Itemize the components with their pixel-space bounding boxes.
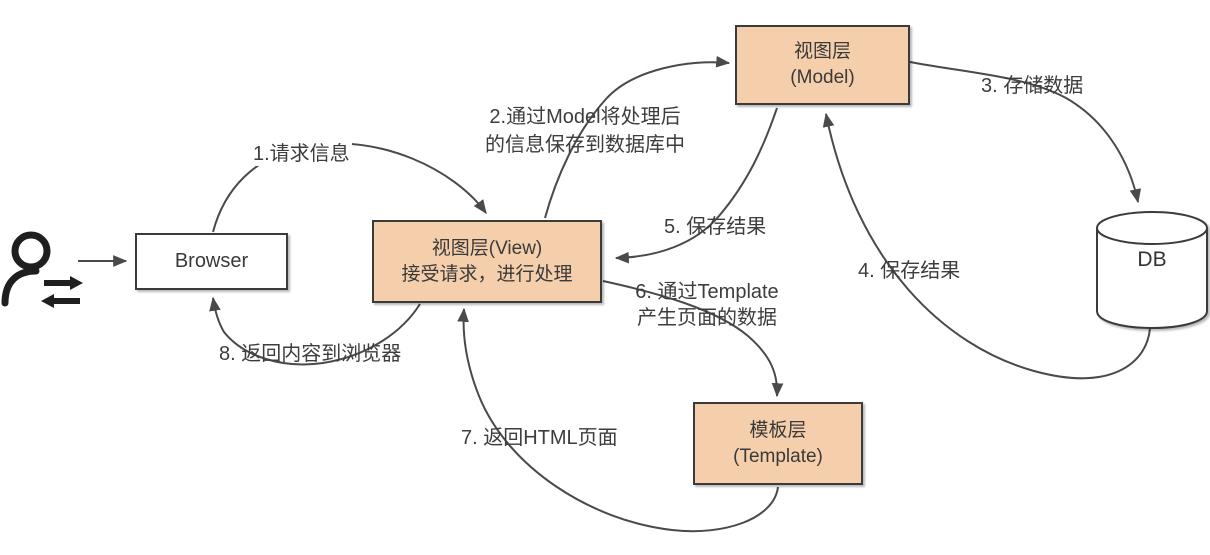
edge-label-6-via-template: 6. 通过Template 产生页面的数据	[628, 279, 786, 331]
model-label-line2: (Model)	[790, 67, 855, 88]
edge-label-2-line2: 的信息保存到数据库中	[485, 134, 685, 156]
view-label-line1: 视图层(View)	[431, 237, 543, 259]
model-label-line1: 视图层	[793, 41, 851, 63]
edge-label-8-return-to-browser: 8. 返回内容到浏览器	[219, 343, 402, 365]
edge-label-2-line1: 2.通过Model将处理后	[489, 106, 681, 128]
edge-label-2-save-via-model: 2.通过Model将处理后 的信息保存到数据库中	[477, 103, 693, 159]
arrow-6-view-to-template	[602, 280, 784, 398]
template-label-line1: 模板层	[749, 419, 807, 441]
arrow-7-template-to-view	[457, 307, 779, 533]
user-exchange-icon	[1, 231, 83, 308]
edge-label-3-store-data: 3. 存储数据	[981, 75, 1084, 97]
arrow-3-model-to-db	[909, 61, 1142, 204]
arrow-8-view-to-browser	[209, 296, 421, 366]
view-label-line2: 接受请求，进行处理	[401, 263, 573, 285]
edge-label-1-request-info: 1.请求信息	[251, 142, 352, 166]
arrow-4-db-to-model	[822, 112, 1151, 380]
edge-label-6-line2: 产生页面的数据	[637, 307, 777, 329]
browser-node: Browser	[135, 233, 288, 290]
model-node: 视图层 (Model)	[735, 25, 910, 105]
edge-label-4-save-result: 4. 保存结果	[858, 260, 961, 282]
edge-label-5-save-result: 5. 保存结果	[664, 216, 767, 238]
browser-label: Browser	[174, 250, 249, 272]
exchange-arrows-icon	[41, 276, 83, 308]
edge-label-6-line1: 6. 通过Template	[635, 281, 779, 303]
edge-label-7-return-html: 7. 返回HTML页面	[461, 427, 618, 449]
view-node: 视图层(View) 接受请求，进行处理	[372, 220, 602, 303]
db-label: DB	[1137, 248, 1167, 271]
template-node: 模板层 (Template)	[693, 402, 863, 485]
template-label-line2: (Template)	[733, 445, 823, 467]
db-cylinder	[1096, 211, 1208, 330]
arrow-2-view-to-model	[544, 55, 731, 219]
arrow-5-model-to-view	[614, 107, 778, 264]
